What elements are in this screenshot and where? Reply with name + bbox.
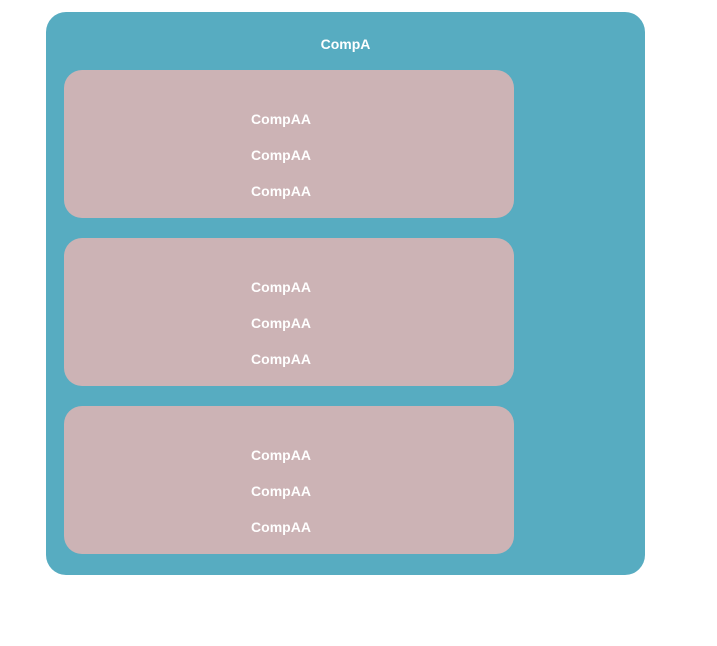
compAA-box-1: CompAA CompAA CompAA <box>64 70 514 218</box>
compAA-label: CompAA <box>251 351 311 367</box>
compA-container: CompA CompAA CompAA CompAA CompAA CompAA… <box>46 12 645 575</box>
compAA-box-2: CompAA CompAA CompAA <box>64 238 514 386</box>
compAA-label: CompAA <box>251 183 311 199</box>
compAA-label: CompAA <box>251 483 311 499</box>
compAA-label: CompAA <box>251 315 311 331</box>
compAA-label: CompAA <box>251 111 311 127</box>
compAA-box-3: CompAA CompAA CompAA <box>64 406 514 554</box>
compA-title: CompA <box>320 36 371 52</box>
compAA-label: CompAA <box>251 519 311 535</box>
compAA-label: CompAA <box>251 147 311 163</box>
compAA-label: CompAA <box>251 279 311 295</box>
compAA-label: CompAA <box>251 447 311 463</box>
